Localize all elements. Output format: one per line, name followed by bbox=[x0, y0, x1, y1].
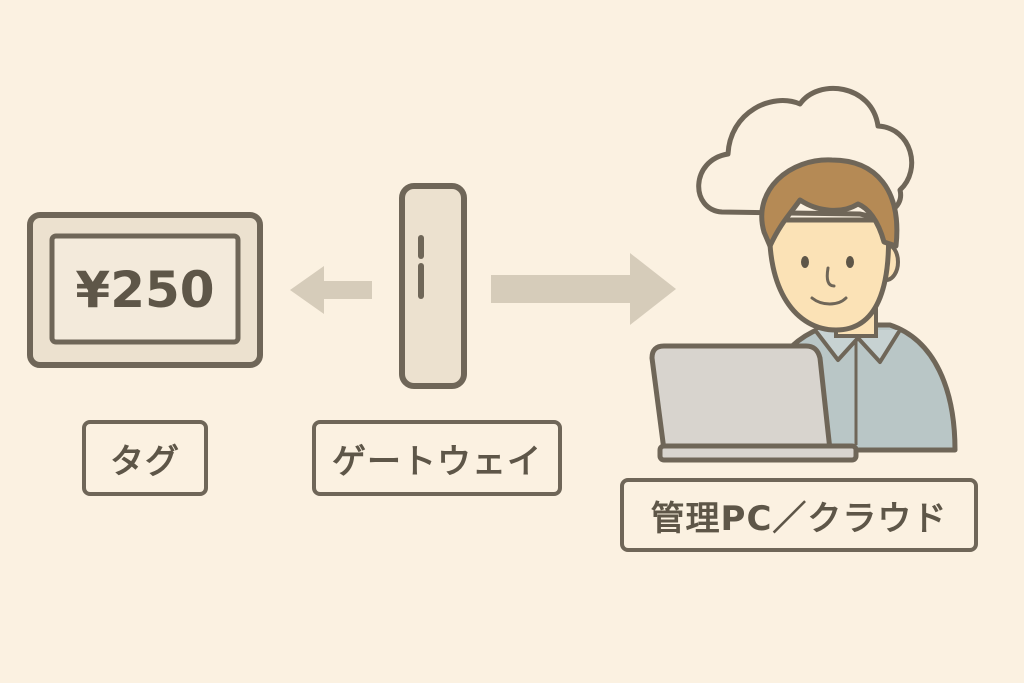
laptop-icon bbox=[649, 343, 859, 463]
gateway-label: ゲートウェイ bbox=[312, 420, 562, 496]
price-tag-icon: ¥250 bbox=[27, 212, 263, 368]
arrow-right-icon bbox=[491, 253, 676, 325]
tag-label: タグ bbox=[82, 420, 208, 496]
price-text: ¥250 bbox=[75, 261, 214, 319]
arrow-left-icon bbox=[290, 266, 372, 314]
management-pc-cloud-label: 管理PC／クラウド bbox=[620, 478, 978, 552]
gateway-device-icon bbox=[399, 183, 467, 389]
